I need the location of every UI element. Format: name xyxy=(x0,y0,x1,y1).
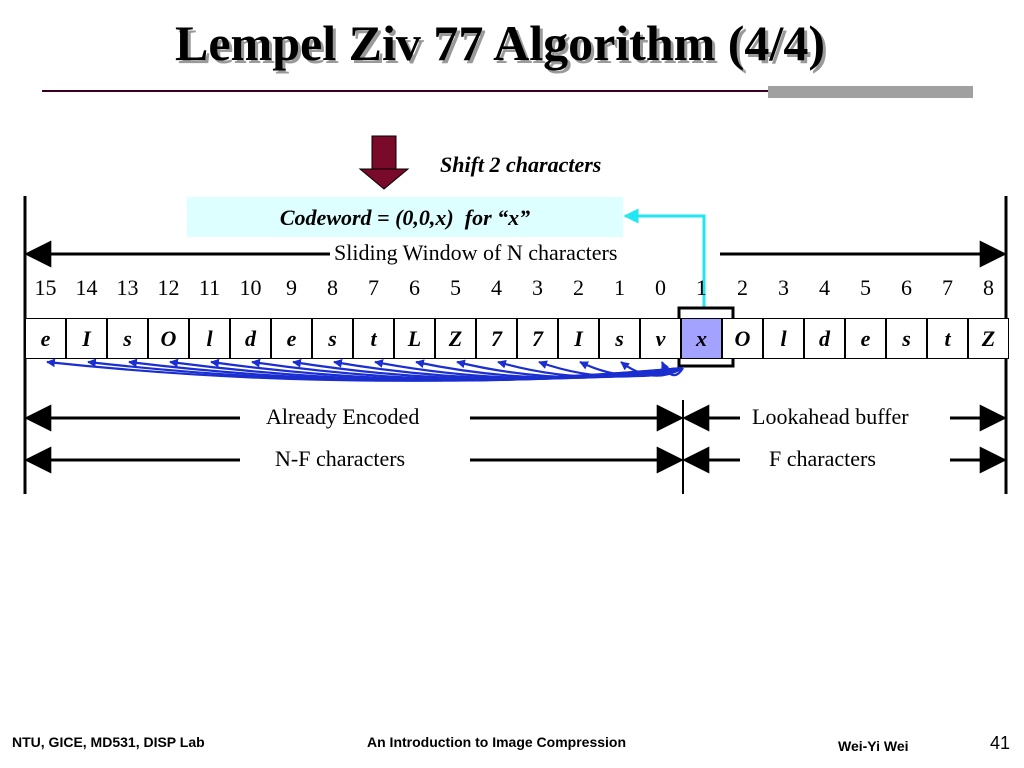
char-cell: s xyxy=(886,318,927,359)
footer-author: Wei-Yi Wei xyxy=(838,738,909,754)
char-cell: 7 xyxy=(517,318,558,359)
position-index: 14 xyxy=(75,275,98,300)
position-index: 4 xyxy=(819,275,830,300)
nf-characters-label: N-F characters xyxy=(271,446,410,472)
position-index: 0 xyxy=(655,275,666,300)
char-cell: s xyxy=(312,318,353,359)
position-index: 3 xyxy=(532,275,543,300)
already-encoded-label: Already Encoded xyxy=(262,404,424,430)
char-cell: e xyxy=(271,318,312,359)
match-arrow xyxy=(661,361,684,377)
position-index: 2 xyxy=(737,275,748,300)
match-search-arrows xyxy=(46,358,684,382)
lookahead-buffer-label: Lookahead buffer xyxy=(748,404,913,430)
position-index: 10 xyxy=(239,275,262,300)
char-cell: d xyxy=(230,318,271,359)
sliding-window-label: Sliding Window of N characters xyxy=(330,240,622,266)
position-index: 6 xyxy=(901,275,912,300)
char-cell: L xyxy=(394,318,435,359)
position-index: 12 xyxy=(157,275,180,300)
position-index: 2 xyxy=(573,275,584,300)
position-index: 3 xyxy=(778,275,789,300)
char-cell: Z xyxy=(968,318,1009,359)
position-index: 1 xyxy=(614,275,625,300)
match-arrow xyxy=(620,361,684,377)
codeword-pointer-arrow xyxy=(623,208,706,308)
position-index: 15 xyxy=(34,275,57,300)
char-cell: l xyxy=(763,318,804,359)
footer-course-title: An Introduction to Image Compression xyxy=(367,734,627,750)
char-cell: Z xyxy=(435,318,476,359)
position-index: 1 xyxy=(696,275,707,300)
position-index: 7 xyxy=(368,275,379,300)
position-index: 6 xyxy=(409,275,420,300)
current-char-cell: x xyxy=(681,318,722,359)
char-cell: l xyxy=(189,318,230,359)
char-cell: s xyxy=(107,318,148,359)
position-index: 8 xyxy=(327,275,338,300)
position-index: 4 xyxy=(491,275,502,300)
position-index: 8 xyxy=(983,275,994,300)
char-cell: t xyxy=(353,318,394,359)
position-index: 5 xyxy=(860,275,871,300)
char-cell: I xyxy=(558,318,599,359)
match-arrow xyxy=(579,361,684,378)
shift-down-arrow-icon xyxy=(358,135,410,190)
position-index: 11 xyxy=(198,275,221,300)
char-cell: e xyxy=(25,318,66,359)
char-cell: s xyxy=(599,318,640,359)
char-cell: t xyxy=(927,318,968,359)
char-cell: I xyxy=(66,318,107,359)
position-index: 13 xyxy=(116,275,139,300)
char-cell: O xyxy=(722,318,763,359)
f-characters-label: F characters xyxy=(765,446,880,472)
char-cell: 7 xyxy=(476,318,517,359)
char-cell: O xyxy=(148,318,189,359)
page-title: Lempel Ziv 77 Algorithm (4/4) xyxy=(175,15,825,71)
footer-lab: NTU, GICE, MD531, DISP Lab xyxy=(12,734,205,750)
char-cell: d xyxy=(804,318,845,359)
page-number: 41 xyxy=(990,733,1011,753)
position-index: 5 xyxy=(450,275,461,300)
title-underline xyxy=(42,90,972,92)
position-index: 9 xyxy=(286,275,297,300)
codeword-box: Codeword = (0,0,x) for “x” xyxy=(187,197,623,237)
position-index: 7 xyxy=(942,275,953,300)
shift-label: Shift 2 characters xyxy=(440,152,602,177)
char-cell: e xyxy=(845,318,886,359)
title-underline-accent xyxy=(768,86,973,98)
char-cell: v xyxy=(640,318,681,359)
